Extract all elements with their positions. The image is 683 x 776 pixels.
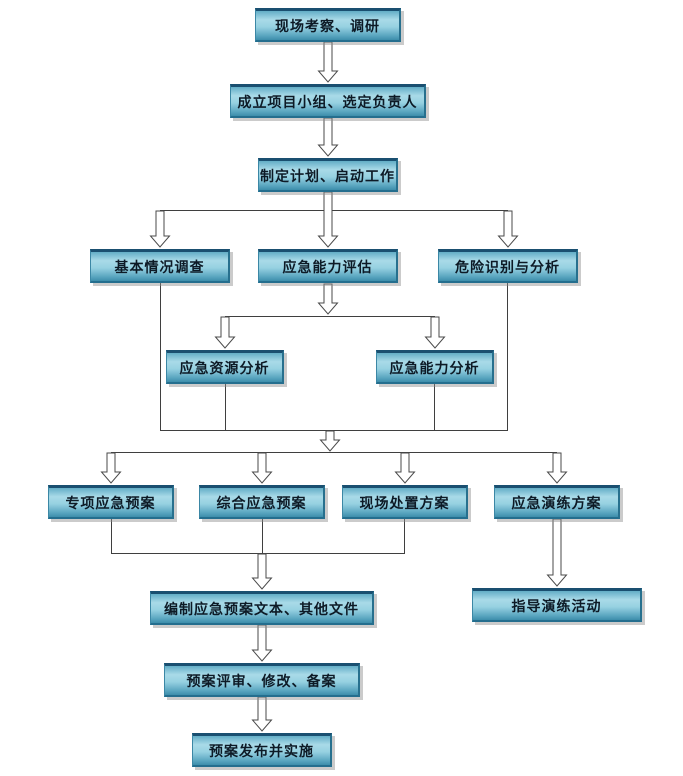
- flow-arrow: [546, 452, 568, 484]
- flow-arrow: [546, 518, 568, 587]
- node-guide-drill: 指导演练活动: [472, 588, 642, 622]
- node-drill-plan: 应急演练方案: [494, 485, 620, 519]
- node-review-revise: 预案评审、修改、备案: [164, 663, 360, 697]
- node-capability-analysis: 应急能力分析: [376, 350, 494, 384]
- node-publish-implement: 预案发布并实施: [192, 733, 332, 767]
- node-site-survey: 现场考察、调研: [255, 8, 401, 42]
- flow-arrow: [317, 191, 339, 248]
- node-hazard-identification: 危险识别与分析: [438, 249, 578, 283]
- flow-arrow: [251, 452, 273, 484]
- node-compile-documents: 编制应急预案文本、其他文件: [150, 591, 374, 625]
- flow-arrow: [317, 283, 339, 315]
- node-capability-assessment: 应急能力评估: [258, 249, 398, 283]
- flow-arrow: [100, 452, 122, 484]
- flow-arrow: [394, 452, 416, 484]
- flow-arrow: [424, 316, 446, 349]
- flow-arrow: [149, 210, 171, 248]
- flow-arrow: [319, 430, 341, 452]
- flow-arrow: [317, 117, 339, 157]
- flow-arrow: [497, 210, 519, 248]
- node-special-plan: 专项应急预案: [48, 485, 174, 519]
- node-comprehensive-plan: 综合应急预案: [199, 485, 325, 519]
- node-form-team: 成立项目小组、选定负责人: [230, 84, 426, 118]
- node-resource-analysis: 应急资源分析: [166, 350, 284, 384]
- flow-arrow: [214, 316, 236, 349]
- flow-arrow: [251, 696, 273, 732]
- flow-arrow: [251, 553, 273, 590]
- node-basic-investigation: 基本情况调查: [90, 249, 230, 283]
- flow-arrow: [251, 624, 273, 662]
- flow-arrow: [317, 41, 339, 83]
- node-make-plan: 制定计划、启动工作: [258, 158, 398, 192]
- flow-arrows: [100, 41, 568, 732]
- node-onsite-plan: 现场处置方案: [342, 485, 468, 519]
